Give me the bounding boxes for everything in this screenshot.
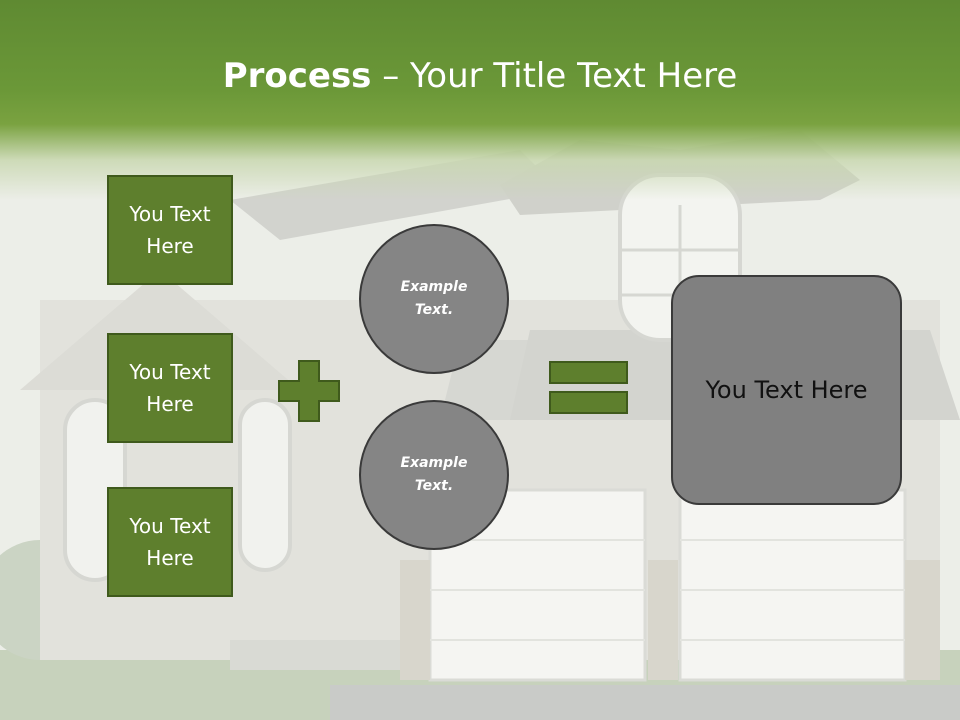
title-bar <box>0 0 960 200</box>
title-bold-text: Process <box>222 56 372 96</box>
title-rest-text: – Your Title Text Here <box>371 56 738 96</box>
text-box-1-label: You Text Here <box>129 202 211 258</box>
text-box-2-label: You Text Here <box>129 360 211 416</box>
example-circle-1: Example Text. <box>359 224 509 374</box>
equals-icon <box>549 361 628 414</box>
example-circle-2: Example Text. <box>359 400 509 550</box>
example-circle-2-label: Example Text. <box>400 455 468 494</box>
text-box-1: You Text Here <box>107 175 233 285</box>
text-box-3: You Text Here <box>107 487 233 597</box>
result-box-label: You Text Here <box>705 376 868 404</box>
text-box-3-label: You Text Here <box>129 514 211 570</box>
text-box-2: You Text Here <box>107 333 233 443</box>
plus-icon <box>278 360 340 422</box>
example-circle-1-label: Example Text. <box>400 279 468 318</box>
result-box: You Text Here <box>671 275 902 505</box>
slide-title: Process – Your Title Text Here <box>0 54 960 98</box>
